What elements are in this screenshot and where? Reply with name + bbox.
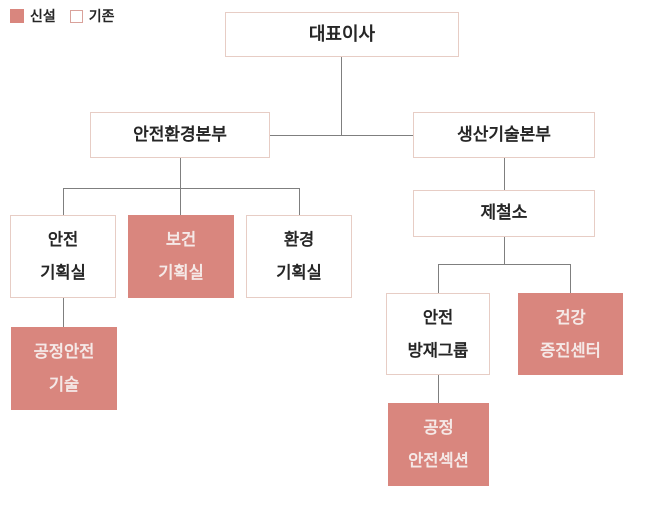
node-process-safety-tech: 공정안전 기술 <box>11 327 117 410</box>
node-label-line: 건강 <box>555 307 586 327</box>
connector-safetyenv-down <box>180 158 181 188</box>
new-swatch-icon <box>10 9 24 23</box>
legend-new-label: 신설 <box>30 9 56 25</box>
connector-to-process-safety-section <box>438 375 439 403</box>
legend-existing-label: 기존 <box>88 9 115 25</box>
node-label: 생산기술본부 <box>457 124 551 145</box>
node-production-tech-hq: 생산기술본부 <box>413 112 595 158</box>
connector-steelworks-down <box>504 237 505 264</box>
legend: 신설 기존 <box>10 6 115 26</box>
node-label-line: 안전섹션 <box>408 451 469 470</box>
connector-to-safety-planning <box>63 188 64 215</box>
node-label: 제철소 <box>480 203 528 224</box>
connector-to-safety-disaster-group <box>438 264 439 293</box>
node-process-safety-section: 공정 안전섹션 <box>388 403 489 486</box>
node-safety-env-hq: 안전환경본부 <box>90 112 270 158</box>
legend-item-existing: 기존 <box>69 6 115 26</box>
node-label-line: 공정 <box>423 418 454 438</box>
node-label-line: 안전 <box>422 307 454 327</box>
connector-to-env-planning <box>299 188 300 215</box>
node-label: 대표이사 <box>308 23 376 45</box>
node-label-line: 안전 <box>47 230 79 250</box>
node-label-line: 환경 <box>283 230 315 250</box>
node-label-line: 공정안전 <box>33 342 95 362</box>
node-ceo: 대표이사 <box>225 12 459 57</box>
connector-prodtech-down <box>504 158 505 190</box>
node-label-line: 기획실 <box>276 263 322 282</box>
node-label-line: 기획실 <box>158 263 204 282</box>
existing-swatch-icon <box>69 9 83 23</box>
connector-left-horizontal <box>63 188 300 189</box>
connector-to-health-planning <box>180 188 181 215</box>
node-safety-disaster-group: 안전 방재그룹 <box>386 293 490 375</box>
node-label-line: 기술 <box>48 375 80 394</box>
node-env-planning: 환경 기획실 <box>246 215 352 298</box>
node-label-line: 증진센터 <box>540 340 601 360</box>
node-label: 안전환경본부 <box>133 124 227 145</box>
node-label-line: 기획실 <box>40 263 86 282</box>
node-safety-planning: 안전 기획실 <box>10 215 116 298</box>
connector-to-health-promotion-center <box>570 264 571 293</box>
connector-right-horizontal <box>438 264 570 265</box>
connector-hq-horizontal <box>270 135 413 136</box>
node-label-line: 방재그룹 <box>407 340 469 360</box>
connector-ceo-down <box>341 57 342 135</box>
node-health-promotion-center: 건강 증진센터 <box>518 293 623 375</box>
node-health-planning: 보건 기획실 <box>128 215 234 298</box>
connector-to-process-safety-tech <box>63 298 64 327</box>
node-steelworks: 제철소 <box>413 190 595 237</box>
node-label-line: 보건 <box>165 230 197 250</box>
legend-item-new: 신설 <box>10 6 56 26</box>
